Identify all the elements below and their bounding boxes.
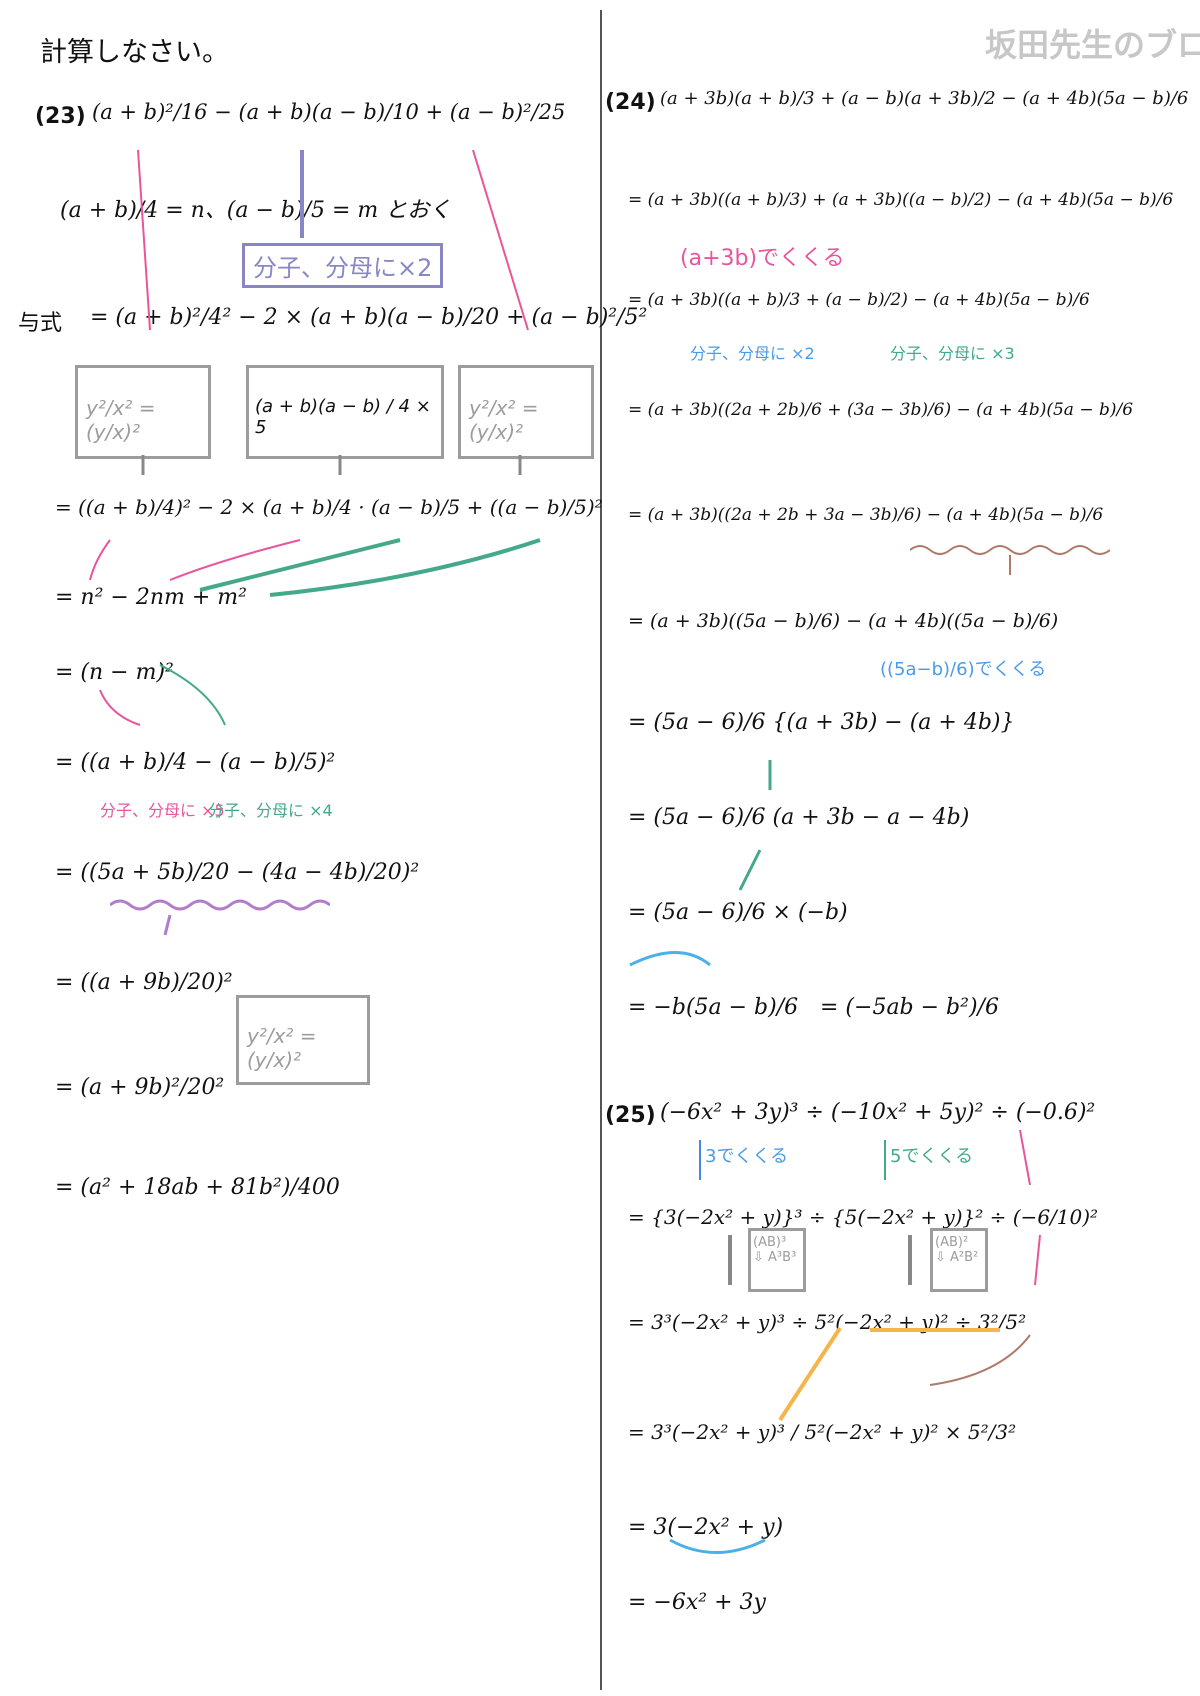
problem-23-answer: = (a² + 18ab + 81b²)/400 <box>55 1175 340 1200</box>
problem-23-label: (23) <box>35 104 86 129</box>
note-factor-3: 3でくくる <box>705 1146 789 1167</box>
rule-text-right: y²/x² = (y/x)² <box>469 396 539 444</box>
instruction-heading: 計算しなさい。 <box>40 37 229 68</box>
arrows-24 <box>629 760 772 967</box>
problem-23-step6: = ((5a + 5b)/20 − (4a − 4b)/20)² <box>55 860 420 885</box>
problem-25-label: (25) <box>605 1103 656 1128</box>
note-x3-24: 分子、分母に ×3 <box>890 344 1015 363</box>
orange-underline <box>870 1328 1000 1332</box>
arrows-23 <box>89 149 541 936</box>
problem-23-step2: = ((a + b)/4)² − 2 × (a + b)/4 · (a − b)… <box>55 495 603 519</box>
problem-24-step8: = (5a − 6)/6 × (−b) <box>628 900 848 925</box>
purple-wave-underline <box>110 899 330 911</box>
problem-25-expression: (−6x² + 3y)³ ÷ (−10x² + 5y)² ÷ (−0.6)² <box>660 1100 1096 1125</box>
problem-23-prefix: 与式 <box>18 311 63 336</box>
blog-brand: 坂田先生のブログ <box>985 26 1200 64</box>
problem-23-step5: = ((a + b)/4 − (a − b)/5)² <box>55 750 336 775</box>
split-box: (a + b)(a − b) / 4 × 5 <box>246 365 444 459</box>
problem-24-step1: = (a + 3b)((a + b)/3) + (a + 3b)((a − b)… <box>628 190 1174 210</box>
rule-text-left: y²/x² = (y/x)² <box>86 396 156 444</box>
distribute-arrow <box>669 1538 766 1554</box>
problem-23-substitution: (a + b)/4 = n、(a − b)/5 = m とおく <box>60 198 452 223</box>
rule-box-right: y²/x² = (y/x)² <box>458 365 594 459</box>
problem-25-step3: = 3³(−2x² + y)³ / 5²(−2x² + y)² × 5²/3² <box>628 1420 1017 1444</box>
problem-24-step6: = (5a − 6)/6 {(a + 3b) − (a + 4b)} <box>628 710 1015 735</box>
note-x4: 分子、分母に ×4 <box>208 801 333 820</box>
split-box-text: (a + b)(a − b) / 4 × 5 <box>255 396 431 438</box>
note-factor-a3b: (a+3b)でくくる <box>680 246 845 271</box>
power-rule-text-1: (AB)³ ⇩ A³B³ <box>753 1235 797 1265</box>
brown-wave-underline <box>910 545 1110 575</box>
problem-24-step5: = (a + 3b)((5a − b)/6) − (a + 4b)((5a − … <box>628 610 1059 632</box>
power-rule-box-2: (AB)² ⇩ A²B² <box>930 1228 988 1292</box>
problem-25-answer: = −6x² + 3y <box>628 1590 766 1615</box>
problem-24-step9a: = −b(5a − b)/6 <box>628 995 799 1020</box>
power-rule-text-2: (AB)² ⇩ A²B² <box>935 1235 979 1265</box>
problem-25-step1: = {3(−2x² + y)}³ ÷ {5(−2x² + y)}² ÷ (−6/… <box>628 1205 1099 1229</box>
column-divider <box>600 10 602 1690</box>
problem-23-step7: = ((a + 9b)/20)² <box>55 970 233 995</box>
note-factor-frac: ((5a−b)/6)でくくる <box>880 659 1047 680</box>
problem-23-step1: = (a + b)²/4² − 2 × (a + b)(a − b)/20 + … <box>90 305 648 330</box>
arrows-25 <box>699 1129 1041 1422</box>
rule-box-bottom: y²/x² = (y/x)² <box>236 995 370 1085</box>
note-x5: 分子、分母に ×5 <box>100 801 225 820</box>
note-factor-5: 5でくくる <box>890 1146 974 1167</box>
problem-24-expression: (a + 3b)(a + b)/3 + (a − b)(a + 3b)/2 − … <box>660 88 1189 109</box>
note-multiply-by-2: 分子、分母に×2 <box>242 243 444 288</box>
problem-24-step7: = (5a − 6)/6 (a + 3b − a − 4b) <box>628 805 970 830</box>
problem-24-step3: = (a + 3b)((2a + 2b)/6 + (3a − 3b)/6) − … <box>628 400 1134 420</box>
rule-text-bottom: y²/x² = (y/x)² <box>247 1024 317 1072</box>
problem-23-expression: (a + b)²/16 − (a + b)(a − b)/10 + (a − b… <box>92 100 566 124</box>
power-rule-box-1: (AB)³ ⇩ A³B³ <box>748 1228 806 1292</box>
note-x2-24: 分子、分母に ×2 <box>690 344 815 363</box>
problem-23-step4: = (n − m)² <box>55 660 174 685</box>
problem-25-step4: = 3(−2x² + y) <box>628 1515 784 1540</box>
problem-23-step3: = n² − 2nm + m² <box>55 585 247 610</box>
problem-24-step2: = (a + 3b)((a + b)/3 + (a − b)/2) − (a +… <box>628 290 1090 310</box>
problem-24-label: (24) <box>605 90 656 115</box>
problem-23-step8: = (a + 9b)²/20² <box>55 1075 225 1100</box>
problem-24-step9b: = (−5ab − b²)/6 <box>820 995 999 1020</box>
problem-24-step4: = (a + 3b)((2a + 2b + 3a − 3b)/6) − (a +… <box>628 505 1104 525</box>
